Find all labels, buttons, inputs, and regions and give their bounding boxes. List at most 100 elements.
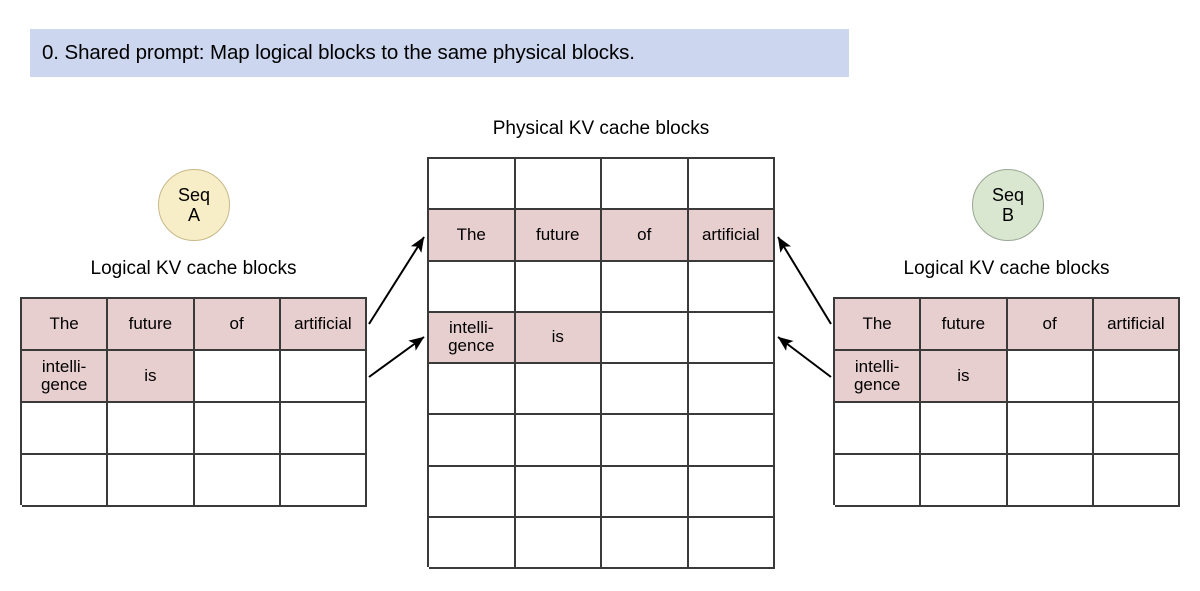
empty-block xyxy=(429,466,516,518)
token-block: future xyxy=(921,299,1008,351)
block-row xyxy=(429,261,775,313)
empty-block xyxy=(429,261,516,313)
token-block: is xyxy=(515,312,602,364)
block-row: intelli-gence is xyxy=(429,312,775,364)
empty-block xyxy=(280,455,367,507)
token-block: artificial xyxy=(1093,299,1180,351)
block-row: The future of artificial xyxy=(22,299,367,351)
empty-block xyxy=(688,466,775,518)
arrow-logical-a-row2-to-physical-row4 xyxy=(368,336,425,378)
seq-a-label-line2: A xyxy=(187,205,200,225)
empty-block xyxy=(688,261,775,313)
token-block: The xyxy=(22,299,109,351)
seq-a-badge: Seq A xyxy=(158,169,230,241)
shared-prompt-text: 0. Shared prompt: Map logical blocks to … xyxy=(42,40,635,64)
empty-block xyxy=(1093,403,1180,455)
token-block: artificial xyxy=(280,299,367,351)
empty-block xyxy=(688,312,775,364)
token-block: intelli-gence xyxy=(835,351,922,403)
seq-a-label-line1: Seq xyxy=(177,184,211,205)
empty-block xyxy=(515,415,602,467)
block-token-text: is xyxy=(551,327,564,347)
empty-block xyxy=(688,159,775,211)
empty-block xyxy=(515,364,602,416)
empty-block xyxy=(429,415,516,467)
empty-block xyxy=(835,455,922,507)
block-token-text: future xyxy=(941,313,986,333)
block-row xyxy=(429,415,775,467)
token-block: is xyxy=(921,351,1008,403)
block-row xyxy=(429,364,775,416)
empty-block xyxy=(602,312,689,364)
block-row: intelli-gence is xyxy=(22,351,367,403)
empty-block xyxy=(1007,351,1094,403)
block-token-text: of xyxy=(1042,313,1057,333)
block-token-text: The xyxy=(49,313,79,333)
logical-kv-cache-grid-b: The future of artificial intelli-gence is xyxy=(833,297,1180,507)
empty-block xyxy=(429,364,516,416)
empty-block xyxy=(1093,351,1180,403)
block-token-text: artificial xyxy=(294,313,352,333)
empty-block xyxy=(688,517,775,569)
empty-block xyxy=(194,403,281,455)
empty-block xyxy=(688,415,775,467)
arrow-logical-b-row2-to-physical-row4 xyxy=(777,336,832,378)
empty-block xyxy=(1093,455,1180,507)
logical-blocks-caption-a: Logical KV cache blocks xyxy=(90,258,297,279)
block-token-text: intelli-gence xyxy=(853,356,901,394)
empty-block xyxy=(602,466,689,518)
empty-block xyxy=(108,455,195,507)
block-token-text: of xyxy=(637,224,652,244)
empty-block xyxy=(280,403,367,455)
token-block: The xyxy=(429,210,516,262)
token-block: artificial xyxy=(688,210,775,262)
block-token-text: The xyxy=(862,313,892,333)
shared-prompt-banner: 0. Shared prompt: Map logical blocks to … xyxy=(30,29,849,77)
token-block: of xyxy=(1007,299,1094,351)
block-row xyxy=(429,466,775,518)
empty-block xyxy=(280,351,367,403)
token-block: intelli-gence xyxy=(429,312,516,364)
token-block: of xyxy=(194,299,281,351)
block-token-text: intelli-gence xyxy=(40,356,88,394)
block-row xyxy=(429,159,775,211)
token-block: future xyxy=(515,210,602,262)
seq-b-label-line1: Seq xyxy=(991,184,1025,205)
block-token-text: artificial xyxy=(1107,313,1165,333)
arrow-logical-a-row1-to-physical-row2 xyxy=(368,236,425,325)
token-block: of xyxy=(602,210,689,262)
empty-block xyxy=(22,403,109,455)
empty-block xyxy=(1007,455,1094,507)
token-block: is xyxy=(108,351,195,403)
block-token-text: intelli-gence xyxy=(448,318,495,356)
block-token-text: of xyxy=(229,313,244,333)
block-token-text: is xyxy=(144,365,157,385)
empty-block xyxy=(602,415,689,467)
empty-block xyxy=(921,403,1008,455)
empty-block xyxy=(429,159,516,211)
empty-block xyxy=(1007,403,1094,455)
block-row xyxy=(429,517,775,569)
empty-block xyxy=(22,455,109,507)
seq-b-label-line2: B xyxy=(1001,205,1014,225)
empty-block xyxy=(108,403,195,455)
logical-blocks-caption-b: Logical KV cache blocks xyxy=(903,258,1110,279)
block-token-text: future xyxy=(536,224,580,244)
block-token-text: future xyxy=(128,313,173,333)
block-token-text: The xyxy=(456,224,486,244)
arrow-logical-b-row1-to-physical-row2 xyxy=(777,236,832,325)
physical-kv-cache-grid: The future of artificial intelli-gence is xyxy=(427,157,775,569)
block-row xyxy=(835,455,1180,507)
block-row: The future of artificial xyxy=(429,210,775,262)
seq-b-badge: Seq B xyxy=(972,169,1044,241)
block-row xyxy=(22,455,367,507)
block-token-text: artificial xyxy=(701,224,760,244)
block-row: The future of artificial xyxy=(835,299,1180,351)
token-block: intelli-gence xyxy=(22,351,109,403)
empty-block xyxy=(835,403,922,455)
empty-block xyxy=(602,364,689,416)
block-row: intelli-gence is xyxy=(835,351,1180,403)
empty-block xyxy=(515,159,602,211)
empty-block xyxy=(688,364,775,416)
